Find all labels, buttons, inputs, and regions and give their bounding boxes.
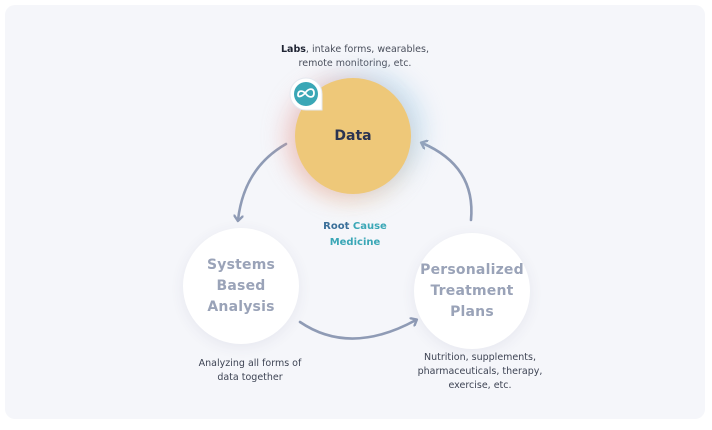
plans-line2: Treatment — [430, 282, 514, 299]
data-sources-note: Labs, intake forms, wearables, remote mo… — [250, 43, 460, 71]
systems-caption: Analyzing all forms of data together — [165, 357, 335, 385]
data-node-label: Data — [334, 128, 372, 144]
plans-node-label: Personalized Treatment Plans — [420, 260, 524, 323]
systems-line2: Based — [216, 277, 266, 294]
center-word-root: Root — [323, 221, 350, 232]
data-sources-line2: remote monitoring, etc. — [298, 58, 412, 69]
arrow-data-to-systems — [238, 142, 288, 220]
systems-line1: Systems — [206, 256, 276, 273]
diagram-card — [5, 5, 705, 419]
plans-node: Personalized Treatment Plans — [414, 233, 530, 349]
center-word-cause: Cause — [352, 221, 387, 232]
labs-bold: Labs — [281, 44, 306, 55]
systems-caption-line1: Analyzing all forms of — [198, 358, 302, 369]
data-sources-line1: , intake forms, wearables, — [305, 44, 429, 55]
systems-caption-line2: data together — [217, 372, 283, 383]
systems-node-label: Systems Based Analysis — [207, 255, 275, 318]
systems-line3: Analysis — [207, 298, 275, 315]
plans-caption-line1: Nutrition, supplements, — [424, 352, 536, 363]
plans-line3: Plans — [450, 303, 494, 320]
plans-caption-line2: pharmaceuticals, therapy, — [417, 366, 543, 377]
systems-node: Systems Based Analysis — [183, 228, 299, 344]
plans-line1: Personalized — [420, 261, 524, 278]
infinity-logo-icon — [288, 76, 324, 112]
center-word-medicine: Medicine — [329, 237, 381, 248]
plans-caption: Nutrition, supplements, pharmaceuticals,… — [400, 351, 560, 393]
arrow-systems-to-plans — [298, 320, 416, 340]
root-cause-medicine-label: Root Cause Medicine — [300, 219, 410, 251]
plans-caption-line3: exercise, etc. — [448, 380, 512, 391]
arrow-plans-to-data — [422, 143, 473, 222]
